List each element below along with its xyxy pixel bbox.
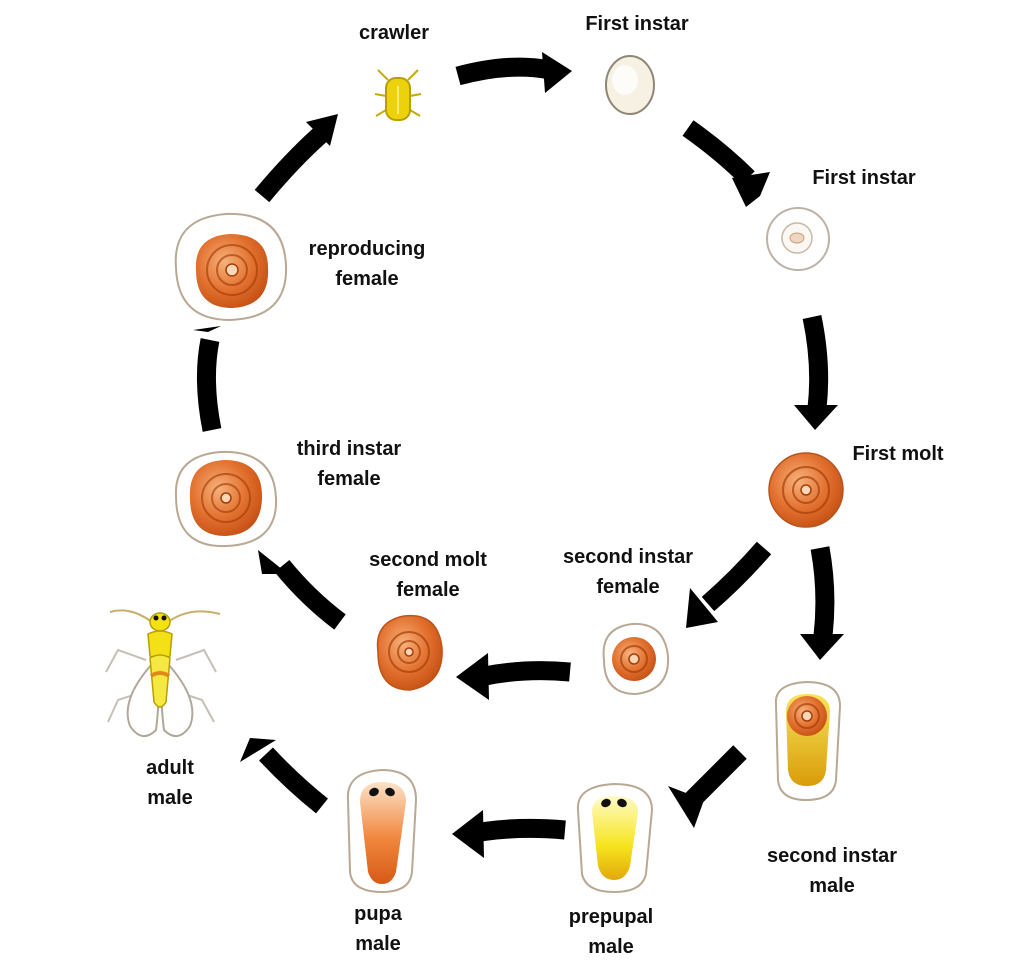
label-reproducing-female-line2: female bbox=[335, 268, 399, 290]
label-second-instar-male: second instar male bbox=[750, 841, 914, 901]
second-instar-female-scale-illustration bbox=[602, 622, 670, 696]
label-crawler-line1: crawler bbox=[358, 22, 430, 44]
arrow-second-instar-female-to-second-molt bbox=[456, 653, 571, 700]
label-second-molt-female-line1: second molt bbox=[369, 549, 487, 571]
arrow-pupa-to-adult-male bbox=[240, 738, 328, 814]
label-first-instar-a-line1: First instar bbox=[585, 13, 689, 35]
label-reproducing-female: reproducing female bbox=[294, 234, 440, 294]
label-pupa-male-line2: male bbox=[355, 933, 401, 955]
label-first-instar-b-line1: First instar bbox=[812, 167, 916, 189]
label-second-instar-male-line2: male bbox=[809, 875, 855, 897]
label-second-molt-female: second molt female bbox=[352, 545, 504, 605]
first-instar-white-cap-illustration bbox=[766, 207, 830, 271]
label-prepupal-male: prepupal male bbox=[552, 902, 670, 962]
arrow-first-molt-to-second-instar-male bbox=[800, 546, 844, 660]
label-adult-male-line1: adult bbox=[146, 757, 194, 779]
label-adult-male: adult male bbox=[128, 753, 212, 813]
label-third-instar-female: third instar female bbox=[278, 434, 420, 494]
first-molt-scale-illustration bbox=[768, 452, 844, 528]
label-second-instar-male-line1: second instar bbox=[766, 845, 898, 867]
prepupal-male-illustration bbox=[576, 782, 654, 894]
crawler-illustration bbox=[374, 69, 422, 121]
second-molt-female-scale-illustration bbox=[376, 614, 443, 691]
label-crawler: crawler bbox=[344, 18, 444, 48]
label-second-molt-female-line2: female bbox=[396, 579, 460, 601]
arrow-second-instar-male-to-prepupal bbox=[668, 745, 747, 828]
label-prepupal-male-line1: prepupal bbox=[568, 906, 654, 928]
label-adult-male-line2: male bbox=[147, 787, 193, 809]
adult-male-insect-illustration bbox=[105, 609, 221, 737]
arrow-reproducing-to-crawler bbox=[254, 114, 338, 203]
label-first-molt: First molt bbox=[834, 439, 962, 469]
label-second-instar-female-line2: female bbox=[596, 576, 660, 598]
label-second-instar-female: second instar female bbox=[548, 542, 708, 602]
arrow-first-molt-to-second-instar-female bbox=[686, 541, 772, 628]
label-third-instar-female-line1: third instar bbox=[296, 438, 402, 460]
label-prepupal-male-line2: male bbox=[588, 936, 634, 958]
label-pupa-male: pupa male bbox=[336, 899, 420, 959]
label-first-instar-a: First instar bbox=[566, 9, 708, 39]
label-second-instar-female-line1: second instar bbox=[562, 546, 694, 568]
arrow-first-instar-to-first-molt bbox=[794, 315, 838, 430]
label-first-molt-line1: First molt bbox=[852, 443, 944, 465]
reproducing-female-scale-illustration bbox=[174, 212, 288, 322]
arrow-third-instar-to-reproducing bbox=[193, 326, 222, 432]
first-instar-cover-illustration bbox=[605, 55, 655, 115]
pupa-male-illustration bbox=[346, 768, 418, 894]
label-pupa-male-line1: pupa bbox=[354, 903, 402, 925]
arrow-prepupal-to-pupa bbox=[452, 810, 566, 858]
label-third-instar-female-line2: female bbox=[317, 468, 381, 490]
third-instar-female-scale-illustration bbox=[174, 450, 278, 548]
arrow-first-instar-to-first-instar bbox=[682, 120, 770, 207]
arrow-crawler-to-first-instar bbox=[455, 52, 572, 93]
second-instar-male-scale-illustration bbox=[774, 680, 842, 802]
arrow-second-molt-to-third-instar bbox=[258, 550, 346, 630]
label-first-instar-b: First instar bbox=[793, 163, 935, 193]
label-reproducing-female-line1: reproducing bbox=[308, 238, 426, 260]
